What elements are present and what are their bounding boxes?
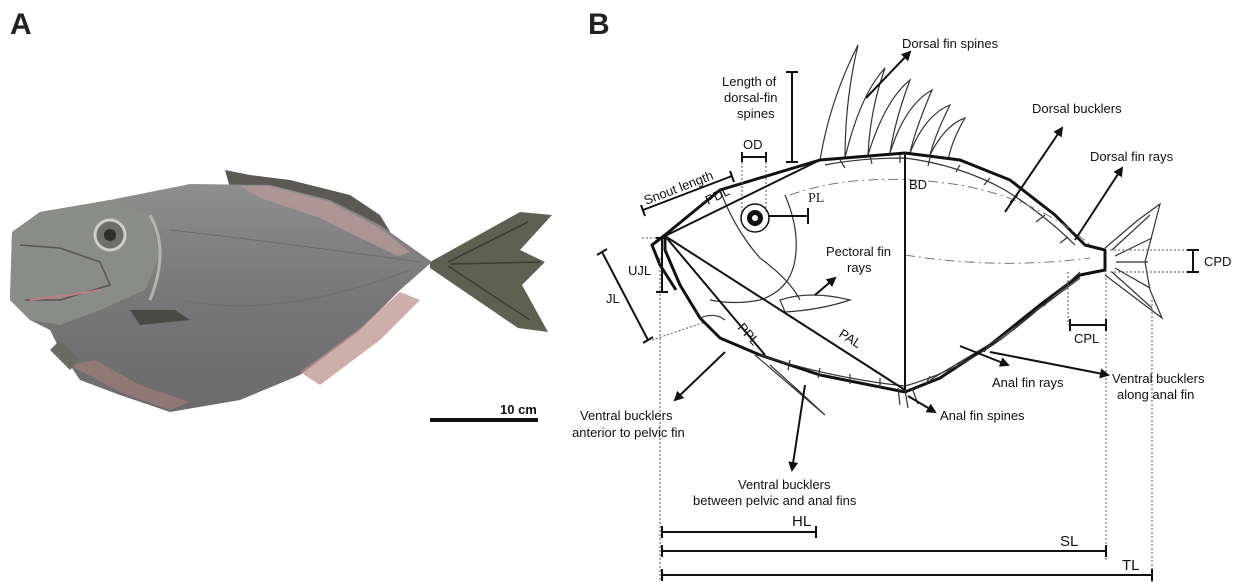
label-sl: SL <box>1060 533 1078 550</box>
tail-fin-drawing <box>1105 204 1162 318</box>
pectoral-fin-drawing <box>780 295 850 312</box>
label-dorsal-bucklers: Dorsal bucklers <box>1032 101 1122 116</box>
photo-tail-fin <box>430 212 552 332</box>
panel-label-a: A <box>10 8 32 41</box>
label-anal-fin-rays: Anal fin rays <box>992 375 1064 390</box>
dorsal-fin-spines-drawing <box>820 45 965 160</box>
label-tl: TL <box>1122 557 1140 574</box>
label-ventral-along-1: Ventral bucklers <box>1112 371 1205 386</box>
label-pal: PAL <box>836 326 864 351</box>
label-ventral-anterior-2: anterior to pelvic fin <box>572 425 685 440</box>
label-pectoral-1: Pectoral fin <box>826 244 891 259</box>
label-ventral-between-1: Ventral bucklers <box>738 477 831 492</box>
scale-bar-label: 10 cm <box>500 402 537 417</box>
label-length-dorsal-1: Length of <box>722 74 777 89</box>
label-ventral-along-2: along anal fin <box>1117 387 1194 402</box>
drawing-labels: Dorsal fin spines Length of dorsal-fin s… <box>572 36 1231 574</box>
fish-photo <box>10 170 552 412</box>
label-od: OD <box>743 137 763 152</box>
scale-bar: 10 cm <box>430 402 538 422</box>
reference-lines <box>642 158 1190 582</box>
label-cpd: CPD <box>1204 254 1231 269</box>
label-bd: BD <box>909 177 927 192</box>
label-jl: JL <box>606 291 620 306</box>
label-ujl: UJL <box>628 263 651 278</box>
label-dorsal-fin-rays: Dorsal fin rays <box>1090 149 1174 164</box>
label-ventral-anterior-1: Ventral bucklers <box>580 408 673 423</box>
label-dorsal-fin-spines: Dorsal fin spines <box>902 36 999 51</box>
label-pectoral-2: rays <box>847 260 872 275</box>
body-outline <box>665 153 1105 392</box>
label-anal-fin-spines: Anal fin spines <box>940 408 1025 423</box>
panel-label-b: B <box>588 8 610 41</box>
label-length-dorsal-3: spines <box>737 106 775 121</box>
label-ventral-between-2: between pelvic and anal fins <box>693 493 857 508</box>
label-cpl: CPL <box>1074 331 1099 346</box>
label-pl: PL <box>808 191 824 206</box>
label-hl: HL <box>792 513 811 530</box>
lateral-line <box>790 179 1090 245</box>
label-length-dorsal-2: dorsal-fin <box>724 90 777 105</box>
